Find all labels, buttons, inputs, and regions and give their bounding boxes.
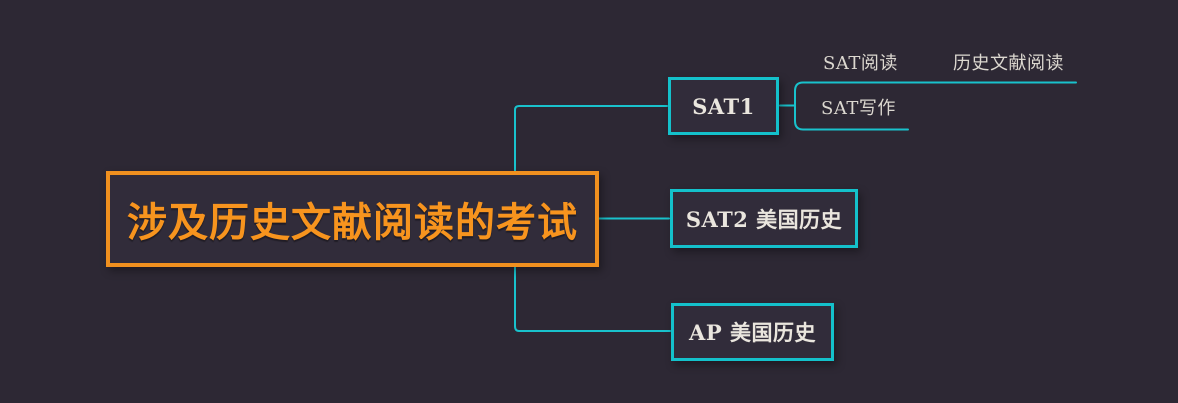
topic-sat-writing[interactable]: SAT写作 (821, 98, 896, 119)
topic-sat2-us-history[interactable]: SAT2 美国历史 (670, 189, 858, 248)
central-topic-label: 涉及历史文献阅读的考试 (127, 200, 578, 246)
topic-sat2-us-history-label: SAT2 美国历史 (685, 206, 843, 232)
connector-root-sat1 (514, 105, 668, 172)
topic-sat1[interactable]: SAT1 (668, 77, 779, 135)
central-topic[interactable]: 涉及历史文献阅读的考试 (106, 171, 599, 267)
connector-sat-reading-underline (794, 81, 1077, 107)
topic-ap-us-history-label: AP 美国历史 (689, 320, 816, 345)
topic-history-doc-reading[interactable]: 历史文献阅读 (953, 53, 1064, 74)
topic-sat-reading[interactable]: SAT阅读 (823, 53, 898, 74)
connector-sat-writing-underline (794, 104, 909, 131)
topic-ap-us-history[interactable]: AP 美国历史 (671, 303, 834, 361)
topic-sat1-label: SAT1 (692, 93, 755, 119)
connector-root-ap (514, 266, 671, 332)
